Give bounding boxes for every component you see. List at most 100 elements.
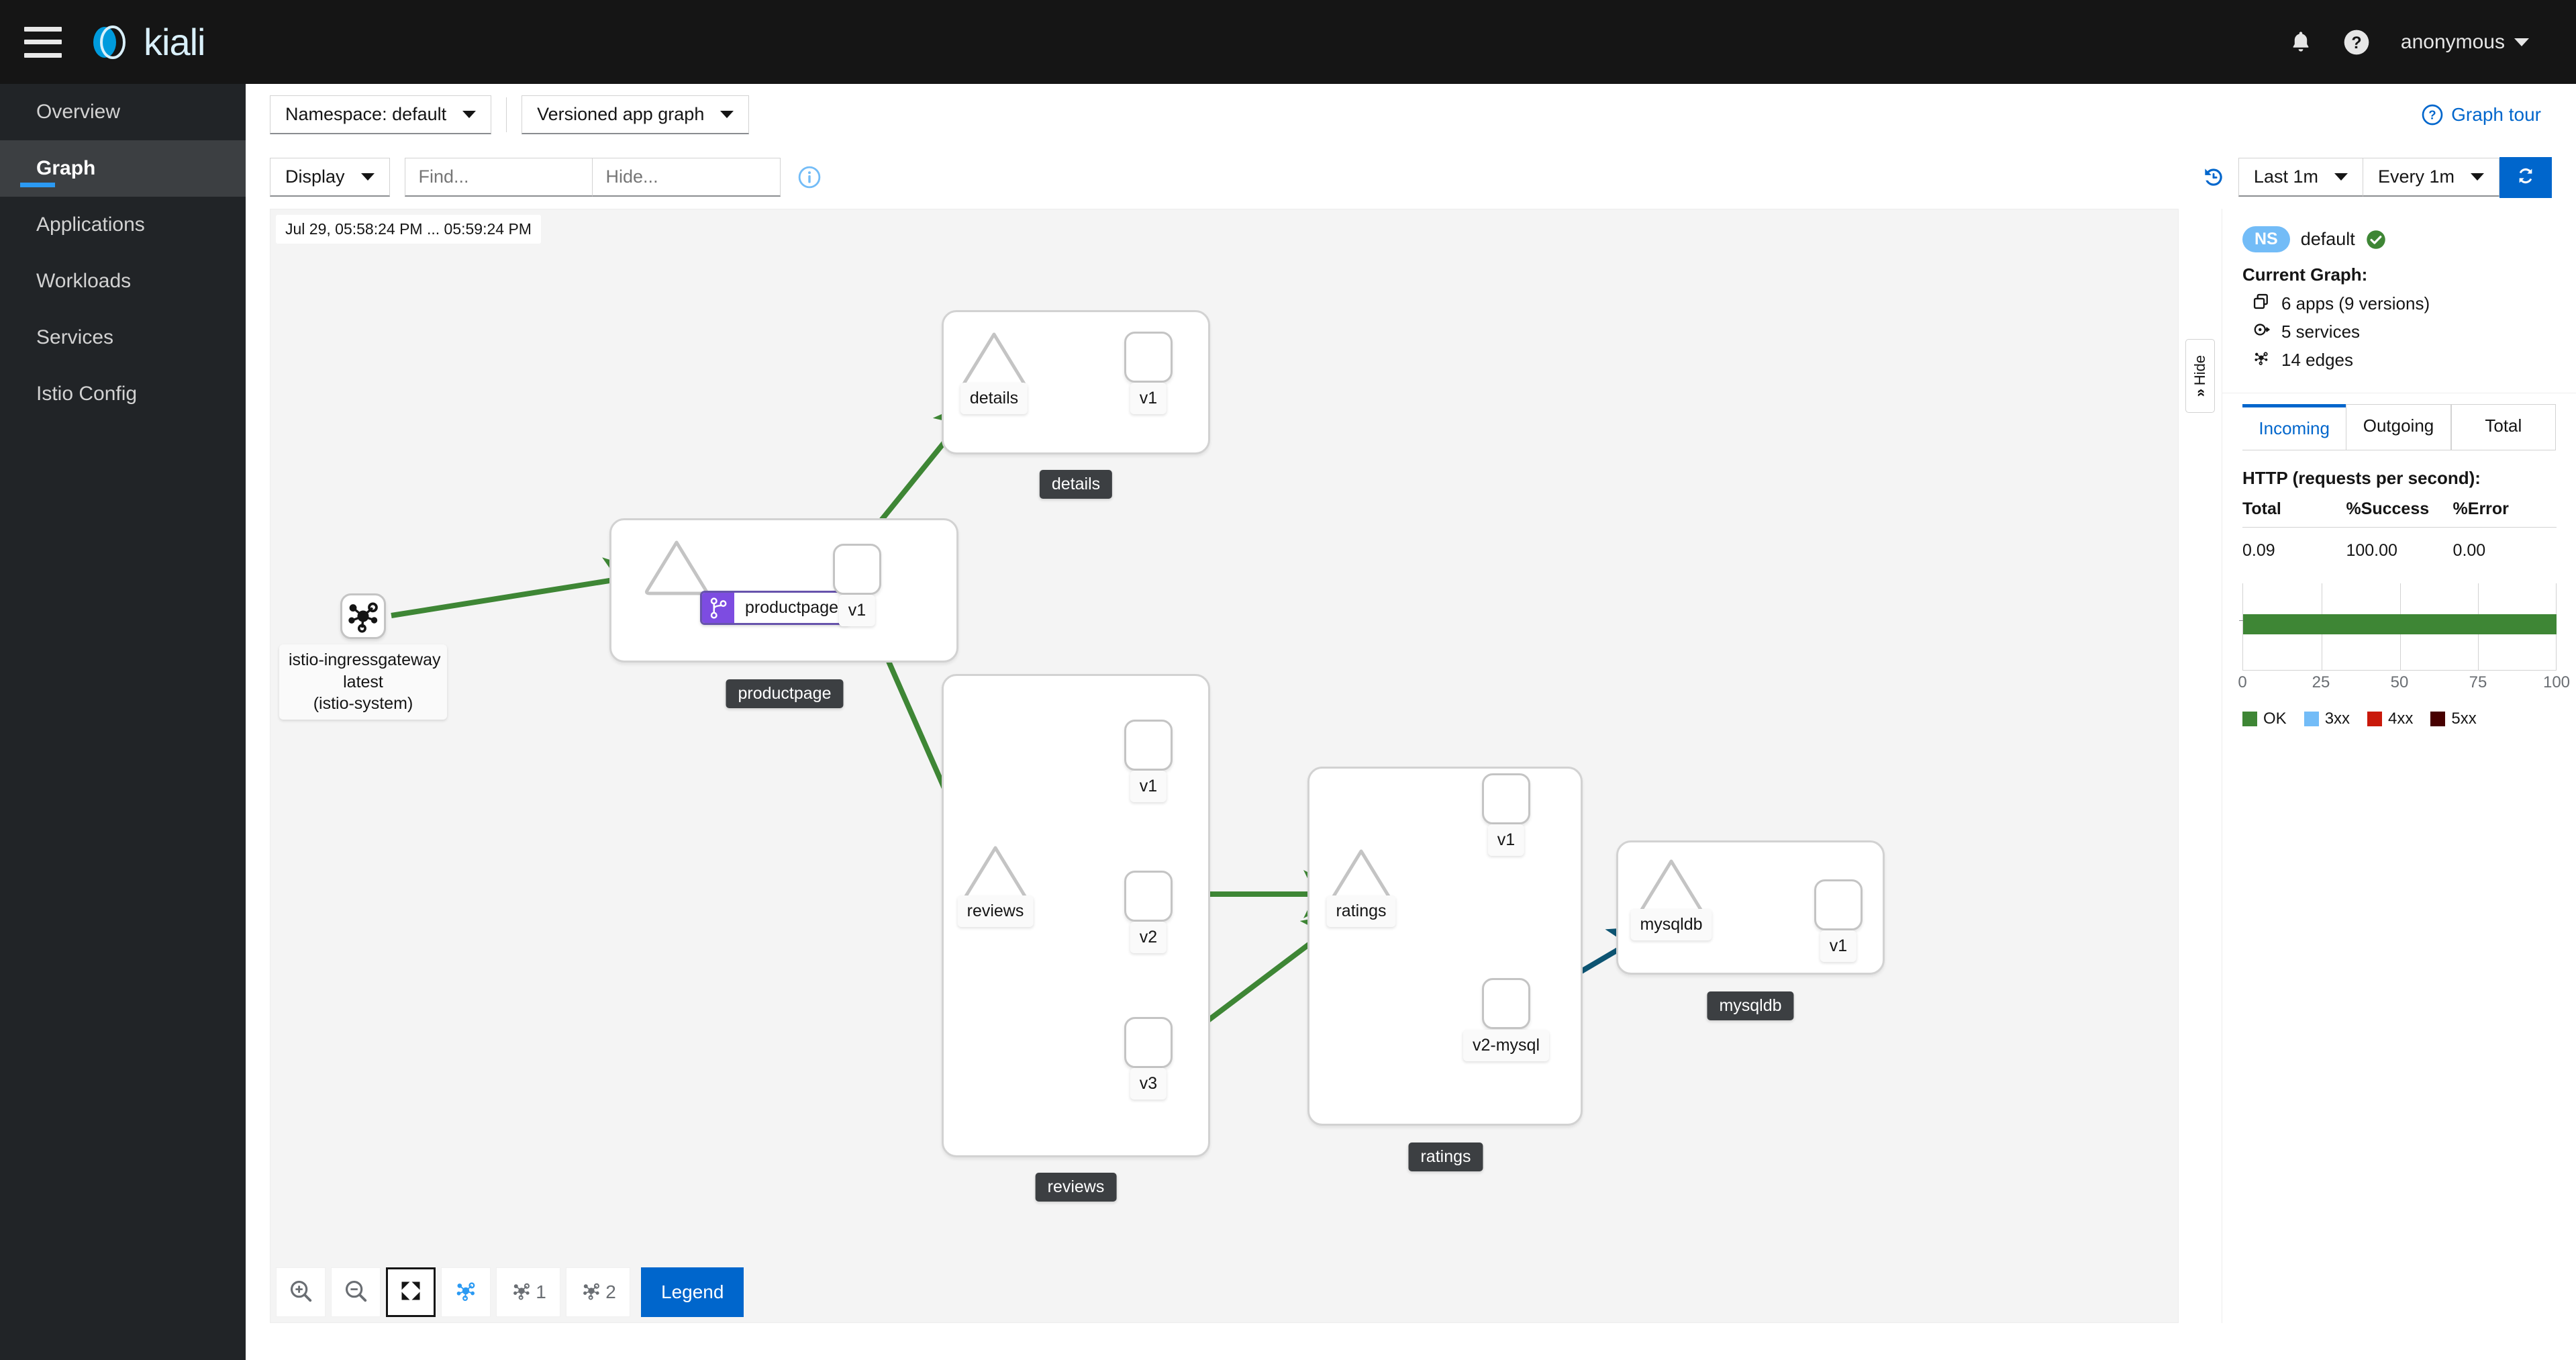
graph-canvas[interactable]: Jul 29, 05:58:24 PM ... 05:59:24 PM	[270, 209, 2179, 1323]
legend-swatch-ok	[2242, 712, 2257, 726]
td-error: 0.00	[2453, 541, 2486, 560]
sidebar-item-applications[interactable]: Applications	[0, 197, 246, 253]
zoom-out-icon	[343, 1278, 368, 1307]
table-row: 0.09 100.00 0.00	[2242, 528, 2557, 561]
bell-icon[interactable]	[2289, 30, 2312, 55]
chart-xtick-label: 100	[2542, 673, 2571, 691]
brand-logo[interactable]: kiali	[86, 18, 205, 66]
sidebar-item-graph[interactable]: Graph	[0, 140, 246, 197]
table-header-row: Total %Success %Error	[2242, 499, 2557, 528]
cluster-label-ratings: ratings	[1408, 1143, 1483, 1171]
node-details-v1[interactable]	[1124, 332, 1173, 383]
svg-text:?: ?	[2428, 108, 2436, 122]
expand-icon	[399, 1279, 423, 1306]
help-circle-icon: ?	[2422, 104, 2443, 126]
sidebar-item-label: Graph	[36, 157, 96, 179]
namespace-name[interactable]: default	[2300, 229, 2355, 249]
legend-label-5xx: 5xx	[2451, 710, 2477, 728]
hide-input[interactable]	[592, 158, 781, 197]
legend-button-label: Legend	[661, 1281, 724, 1302]
zoom-in-button[interactable]	[276, 1267, 326, 1317]
node-reviews-v1[interactable]	[1124, 720, 1173, 771]
tab-outgoing[interactable]: Outgoing	[2346, 404, 2451, 450]
history-icon[interactable]	[2201, 164, 2226, 190]
stat-services-label: 5 services	[2281, 322, 2361, 342]
sidebar-item-label: Services	[36, 326, 114, 348]
node-label-reviews: reviews	[957, 895, 1034, 927]
node-productpage-v1[interactable]	[833, 544, 881, 595]
time-range-select[interactable]: Last 1m	[2238, 158, 2363, 197]
tab-incoming[interactable]: Incoming	[2242, 404, 2346, 450]
hide-side-panel-button[interactable]: Hide »	[2185, 339, 2215, 413]
node-istio-ingressgateway[interactable]	[340, 593, 386, 639]
td-total: 0.09	[2242, 541, 2275, 560]
chevron-down-icon	[360, 173, 375, 181]
chart-x-axis: 0 25 50 75 100	[2238, 671, 2570, 693]
layout-2-button[interactable]: 2	[566, 1267, 630, 1317]
cluster-label-reviews: reviews	[1035, 1173, 1117, 1202]
brand-name: kiali	[144, 21, 205, 63]
chart-xtick-label: 75	[2469, 673, 2487, 691]
toolbar-divider	[506, 97, 507, 132]
node-label-ratings: ratings	[1326, 895, 1396, 927]
fit-to-screen-button[interactable]	[386, 1267, 436, 1317]
legend-button[interactable]: Legend	[641, 1267, 744, 1317]
zoom-out-button[interactable]	[331, 1267, 381, 1317]
tab-incoming-label: Incoming	[2259, 418, 2330, 438]
stat-apps-label: 6 apps (9 versions)	[2281, 293, 2430, 313]
namespace-header: NS default	[2222, 209, 2576, 252]
display-select[interactable]: Display	[270, 158, 390, 197]
chart-plot-area	[2239, 583, 2557, 671]
legend-item-3xx: 3xx	[2303, 710, 2350, 728]
node-reviews-v3[interactable]	[1124, 1017, 1173, 1068]
refresh-interval-select[interactable]: Every 1m	[2363, 158, 2499, 197]
chevron-down-icon	[2514, 38, 2529, 46]
graph-tour-label: Graph tour	[2451, 104, 2541, 125]
node-label-details-v1: v1	[1130, 383, 1167, 414]
hamburger-menu-button[interactable]	[24, 26, 62, 58]
legend-item-ok: OK	[2242, 710, 2287, 728]
tab-total[interactable]: Total	[2450, 404, 2556, 450]
chevron-double-right-icon: »	[2191, 388, 2208, 397]
hamburger-bar	[24, 40, 62, 44]
node-ratings-v1[interactable]	[1482, 773, 1530, 824]
cluster-ratings[interactable]	[1307, 767, 1583, 1126]
traffic-direction-tabs: Incoming Outgoing Total	[2222, 393, 2576, 450]
layout-1-button[interactable]: 1	[496, 1267, 560, 1317]
sidebar-item-overview[interactable]: Overview	[0, 84, 246, 140]
td-success: 100.00	[2346, 541, 2397, 560]
node-ratings-v2mysql[interactable]	[1482, 978, 1530, 1029]
sidebar-item-label: Overview	[36, 101, 121, 123]
apps-icon	[2252, 292, 2271, 315]
namespace-badge: NS	[2242, 226, 2290, 252]
current-graph-stats: Current Graph: 6 apps (9 versions)	[2222, 252, 2576, 393]
layout-2-label: 2	[605, 1281, 616, 1302]
refresh-button[interactable]	[2499, 156, 2552, 198]
graph-tour-button[interactable]: ? Graph tour	[2422, 104, 2541, 126]
legend-item-4xx: 4xx	[2367, 710, 2413, 728]
namespace-select[interactable]: Namespace: default	[270, 95, 492, 134]
layout-default-button[interactable]	[441, 1267, 491, 1317]
edge-ingress-productpage	[391, 557, 654, 618]
sidebar-item-services[interactable]: Services	[0, 309, 246, 366]
sidebar-item-label: Istio Config	[36, 383, 138, 405]
user-menu-button[interactable]: anonymous	[2401, 31, 2529, 54]
info-circle-icon[interactable]	[798, 166, 821, 189]
badge-label: productpage	[745, 598, 839, 617]
topology-icon	[342, 602, 384, 640]
node-reviews-v2[interactable]	[1124, 871, 1173, 922]
legend-label-3xx: 3xx	[2324, 710, 2350, 728]
http-traffic-chart: 0 25 50 75 100 OK 3xx 4xx	[2238, 583, 2570, 728]
help-circle-icon[interactable]: ?	[2343, 29, 2370, 56]
badge-productpage-virtualservice[interactable]: productpage	[700, 591, 852, 625]
find-input[interactable]	[404, 158, 593, 197]
node-label-reviews-v3: v3	[1130, 1068, 1167, 1100]
node-label-mysqldb-v1: v1	[1820, 930, 1857, 962]
node-mysqldb-v1[interactable]	[1814, 879, 1863, 930]
sidebar-item-workloads[interactable]: Workloads	[0, 253, 246, 309]
legend-label-ok: OK	[2263, 710, 2287, 728]
graph-type-select[interactable]: Versioned app graph	[522, 95, 750, 134]
chevron-down-icon	[2334, 173, 2348, 181]
graph-time-range-chip: Jul 29, 05:58:24 PM ... 05:59:24 PM	[276, 215, 541, 244]
sidebar-item-istio-config[interactable]: Istio Config	[0, 366, 246, 422]
